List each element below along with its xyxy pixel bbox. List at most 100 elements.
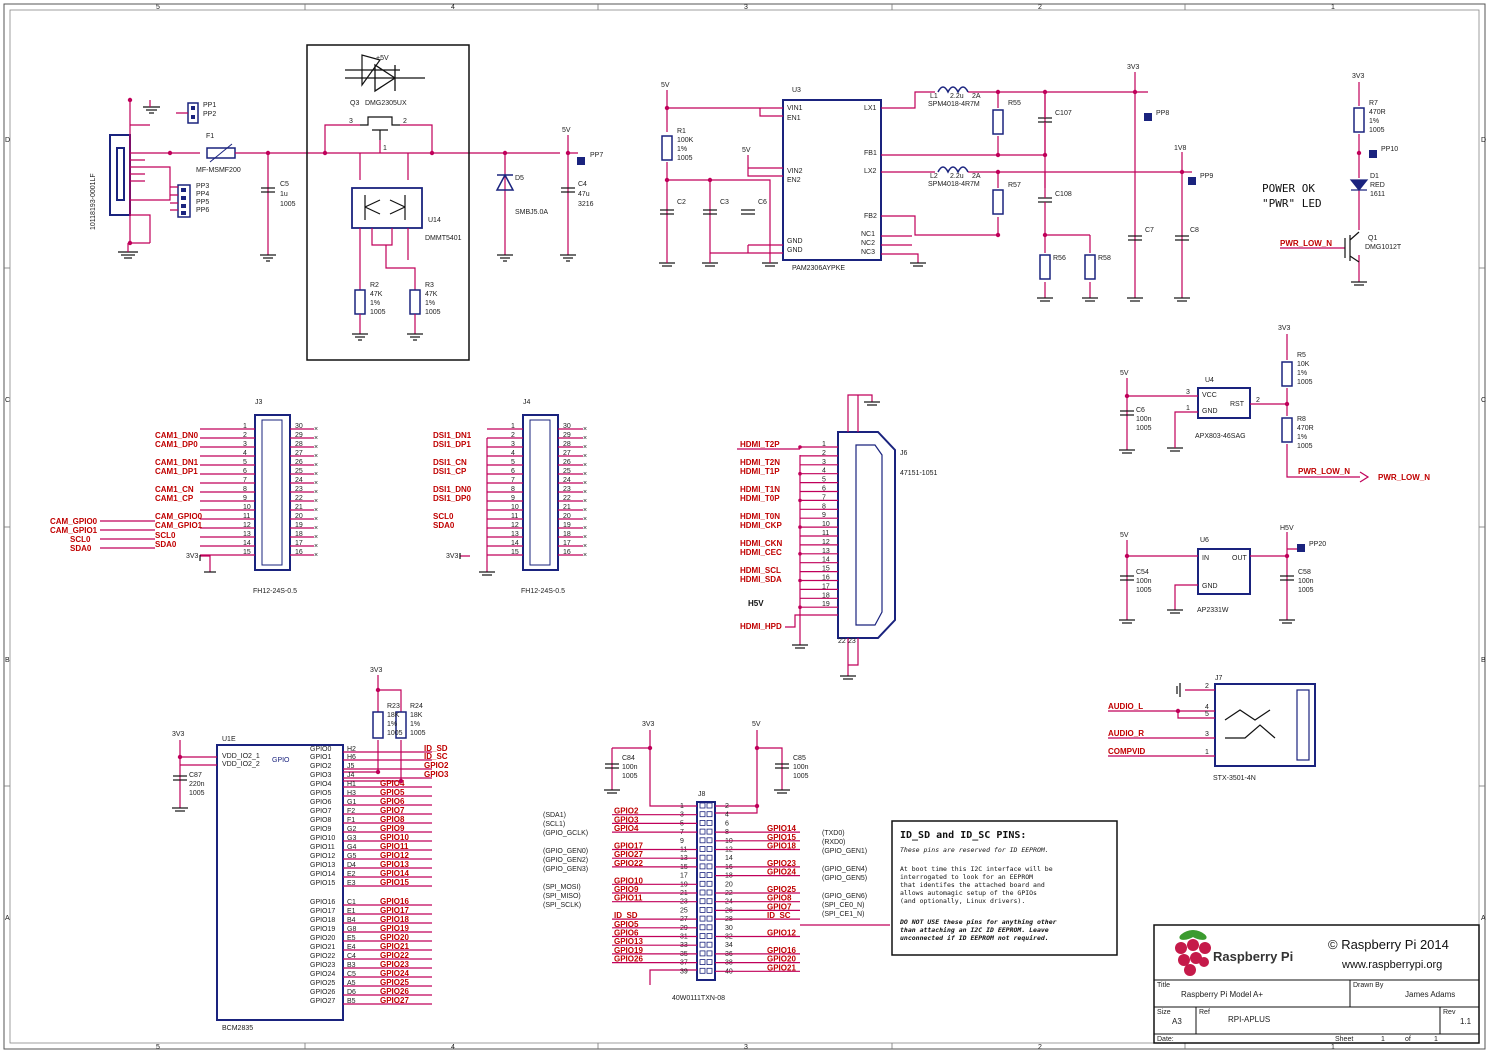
- pin-ball: F2: [347, 808, 355, 815]
- svg-text:18K: 18K: [387, 712, 400, 719]
- svg-text:VCC: VCC: [1202, 392, 1217, 399]
- header-pin: [699, 959, 706, 965]
- svg-text:R55: R55: [1008, 100, 1021, 107]
- svg-text:10K: 10K: [1297, 361, 1310, 368]
- tp-label: PP6: [196, 207, 209, 214]
- svg-text:5: 5: [1205, 711, 1209, 718]
- net-label: GPIO7: [380, 806, 405, 815]
- pin-name: GPIO26: [310, 989, 335, 996]
- pin-number: 26: [295, 459, 303, 466]
- svg-text:(GPIO_GEN1): (GPIO_GEN1): [822, 848, 867, 855]
- gpio-header-block: J8 40W0111TXN-08 3V3 5V C84 100n 1005 C8…: [543, 721, 890, 1002]
- pin-number: 12: [511, 522, 519, 529]
- svg-text:2.2u: 2.2u: [950, 93, 964, 100]
- svg-text:SPM4018-4R7M: SPM4018-4R7M: [928, 181, 980, 188]
- pin-number: 30: [295, 423, 303, 430]
- pin-number: 19: [822, 601, 830, 608]
- svg-text:4: 4: [1205, 704, 1209, 711]
- svg-text:SDA0: SDA0: [155, 540, 177, 549]
- header-pin: [706, 846, 713, 852]
- svg-text:C107: C107: [1055, 110, 1072, 117]
- col-label: 3: [744, 1044, 748, 1051]
- pin-number: 21: [295, 504, 303, 511]
- r3-tol: 1%: [425, 300, 435, 307]
- svg-text:1005: 1005: [1297, 443, 1313, 450]
- nc-mark: ×: [583, 516, 587, 523]
- svg-text:C2: C2: [677, 199, 686, 206]
- svg-text:23: 23: [848, 638, 856, 645]
- header-pin: [699, 854, 706, 861]
- pin-name: GPIO11: [310, 844, 335, 851]
- net-label: GPIO12: [380, 851, 409, 860]
- pin-number: 18: [295, 531, 303, 538]
- svg-text:2A: 2A: [972, 173, 981, 180]
- svg-text:CAM1_DN0: CAM1_DN0: [155, 431, 199, 440]
- pin-number: 1: [680, 803, 684, 810]
- svg-text:NC1: NC1: [861, 231, 875, 238]
- svg-text:220n: 220n: [189, 781, 205, 788]
- tp-label: PP3: [196, 183, 209, 190]
- svg-text:STX-3501-4N: STX-3501-4N: [1213, 775, 1256, 782]
- pin-number: 9: [511, 495, 515, 502]
- svg-text:R57: R57: [1008, 182, 1021, 189]
- header-pin: [699, 950, 706, 957]
- nc-mark: ×: [583, 480, 587, 487]
- header-pin: [706, 889, 713, 896]
- pin-number: 8: [511, 486, 515, 493]
- svg-text:C54: C54: [1136, 569, 1149, 576]
- net-label: GPIO14: [767, 824, 796, 833]
- svg-text:(GPIO_GEN4): (GPIO_GEN4): [822, 866, 867, 873]
- svg-text:FB2: FB2: [864, 213, 877, 220]
- svg-text:GND: GND: [787, 238, 803, 245]
- r2-tol: 1%: [370, 300, 380, 307]
- pin-number: 6: [725, 820, 729, 827]
- svg-text:HDMI_CEC: HDMI_CEC: [740, 548, 782, 557]
- net-label: GPIO13: [380, 860, 409, 869]
- net-label: GPIO24: [380, 969, 409, 978]
- svg-text:FH12-24S-0.5: FH12-24S-0.5: [253, 588, 297, 595]
- svg-text:VIN1: VIN1: [787, 105, 803, 112]
- svg-text:U4: U4: [1205, 377, 1214, 384]
- header-pin: [706, 880, 713, 887]
- nc-mark: ×: [314, 516, 318, 523]
- pin-number: 23: [563, 486, 571, 493]
- nc-mark: ×: [314, 507, 318, 514]
- pin-number: 1: [511, 423, 515, 430]
- svg-text:R56: R56: [1053, 255, 1066, 262]
- svg-text:LX1: LX1: [864, 105, 877, 112]
- c4-ref: C4: [578, 181, 587, 188]
- net-label: GPIO9: [380, 824, 405, 833]
- row-label: A: [1481, 915, 1486, 922]
- header-pin: [706, 828, 713, 835]
- svg-text:470R: 470R: [1369, 109, 1386, 116]
- resistor-r3: [409, 289, 421, 315]
- svg-text:(TXD0): (TXD0): [822, 830, 845, 837]
- svg-text:of: of: [1405, 1036, 1411, 1043]
- net-label: GPIO12: [767, 929, 796, 938]
- pin-number: 30: [725, 925, 733, 932]
- pin-name: GPIO1: [310, 754, 332, 761]
- svg-text:J6: J6: [900, 450, 908, 457]
- svg-text:3V3: 3V3: [1352, 73, 1365, 80]
- svg-text:that identifes the attached bo: that identifes the attached board and: [900, 881, 1045, 889]
- header-pin: [706, 898, 713, 905]
- pin-ball: H2: [347, 746, 356, 753]
- c4-size: 3216: [578, 201, 594, 208]
- svg-text:PP9: PP9: [1200, 173, 1213, 180]
- pin-number: 4: [243, 450, 247, 457]
- svg-text:470R: 470R: [1297, 425, 1314, 432]
- pin-number: 25: [680, 907, 688, 914]
- header-pin: [706, 959, 713, 965]
- cap-c5-size: 1005: [280, 201, 296, 208]
- pin-number: 15: [822, 566, 830, 573]
- sheet-border: [3, 3, 1486, 1050]
- header-pin: [706, 811, 713, 818]
- audio-jack-block: J7 STX-3501-4N AUDIO_L AUDIO_R COMPVID 2…: [1108, 675, 1316, 782]
- svg-text:CAM_GPIO0: CAM_GPIO0: [155, 512, 203, 521]
- nc-mark: ×: [583, 426, 587, 433]
- pin-ball: C5: [347, 971, 356, 978]
- net-label: GPIO17: [614, 842, 643, 851]
- svg-text:(SPI_SCLK): (SPI_SCLK): [543, 902, 581, 909]
- resistor-r2: [354, 289, 366, 315]
- header-pin: [699, 907, 706, 913]
